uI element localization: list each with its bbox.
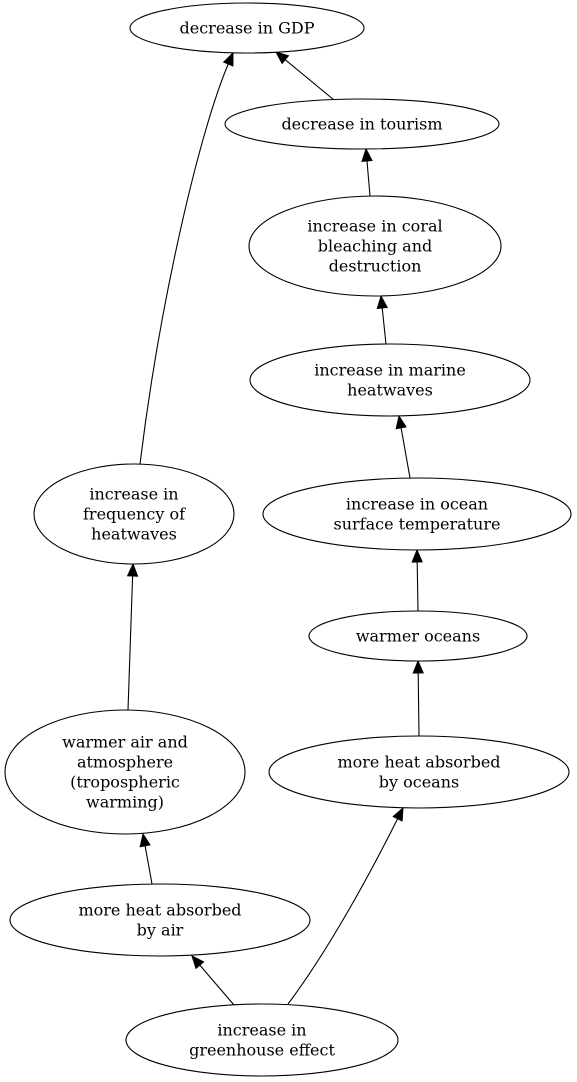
node-label-line: by oceans — [379, 773, 459, 792]
edge-line — [381, 307, 387, 345]
arrowhead — [376, 294, 388, 310]
node-ellipse — [4, 709, 246, 835]
arrowhead — [412, 659, 424, 674]
node-label-line: increase in marine — [314, 361, 466, 380]
edge-ocean-temp-to-marine — [395, 414, 411, 479]
node-ellipse — [308, 610, 528, 662]
edge-greenhouse-to-heat-air — [191, 955, 235, 1006]
node-ellipse — [33, 463, 235, 565]
edge-line — [284, 59, 335, 101]
node-label-line: increase in — [89, 485, 178, 504]
node-gdp: decrease in GDP — [129, 2, 365, 54]
edge-heat-air-to-warmer-air — [139, 832, 153, 885]
node-label-line: surface temperature — [334, 515, 501, 534]
node-label-line: warmer air and — [62, 733, 188, 752]
node-label-line: warming) — [86, 793, 164, 812]
node-ellipse — [9, 883, 311, 957]
node-label-line: decrease in tourism — [281, 115, 442, 134]
edge-line — [417, 672, 420, 737]
edge-line — [199, 964, 235, 1006]
node-label-line: greenhouse effect — [189, 1041, 335, 1060]
node-ellipse — [224, 98, 500, 150]
node-label-line: bleaching and — [318, 237, 432, 256]
node-label-line: increase in ocean — [346, 495, 488, 514]
node-label-line: decrease in GDP — [180, 19, 315, 38]
node-warmer-air: warmer air andatmosphere(troposphericwar… — [4, 709, 246, 835]
edge-freq-heatwaves-to-gdp — [139, 51, 234, 465]
node-label-line: destruction — [329, 257, 422, 276]
edge-line — [416, 561, 419, 612]
edge-line — [366, 160, 371, 197]
arrowhead — [392, 806, 404, 822]
node-label-line: increase in — [217, 1021, 306, 1040]
arrowhead — [126, 562, 139, 577]
node-ellipse — [129, 2, 365, 54]
node-label-line: warmer oceans — [356, 627, 480, 646]
edge-warmer-air-to-freq-heatwaves — [126, 562, 139, 711]
node-label-line: heatwaves — [347, 381, 433, 400]
node-ellipse — [248, 195, 502, 297]
arrowhead — [274, 51, 290, 65]
edge-line — [127, 575, 134, 711]
node-label-line: more heat absorbed — [337, 753, 500, 772]
arrowhead — [395, 414, 407, 430]
node-ellipse — [125, 1003, 399, 1077]
edge-tourism-to-gdp — [274, 51, 335, 101]
node-warmer-oceans: warmer oceans — [308, 610, 528, 662]
edge-heat-oceans-to-warmer-oceans — [412, 659, 424, 737]
arrowhead — [139, 832, 151, 848]
arrowhead — [411, 548, 423, 563]
edge-coral-to-tourism — [361, 147, 373, 197]
arrowhead — [361, 147, 373, 162]
edges — [126, 51, 424, 1006]
node-label-line: increase in coral — [307, 217, 442, 236]
node-ellipse — [262, 477, 572, 551]
edge-line — [139, 63, 229, 465]
node-label-line: more heat absorbed — [78, 901, 241, 920]
node-tourism: decrease in tourism — [224, 98, 500, 150]
node-label-line: by air — [137, 921, 184, 940]
edge-line — [400, 427, 411, 479]
edge-line — [144, 845, 153, 885]
node-label-line: (tropospheric — [70, 773, 180, 792]
edge-warmer-oceans-to-ocean-temp — [411, 548, 423, 612]
node-label-line: heatwaves — [91, 525, 177, 544]
node-label-line: atmosphere — [77, 753, 173, 772]
arrowhead — [191, 955, 205, 970]
edge-marine-to-coral — [376, 294, 388, 345]
edge-greenhouse-to-heat-oceans — [287, 806, 404, 1005]
node-ellipse — [249, 343, 531, 417]
node-ellipse — [268, 735, 570, 809]
node-label-line: frequency of — [83, 505, 186, 524]
edge-line — [287, 818, 399, 1005]
nodes: decrease in GDP decrease in tourism increa… — [4, 2, 572, 1077]
arrowhead — [222, 51, 234, 67]
